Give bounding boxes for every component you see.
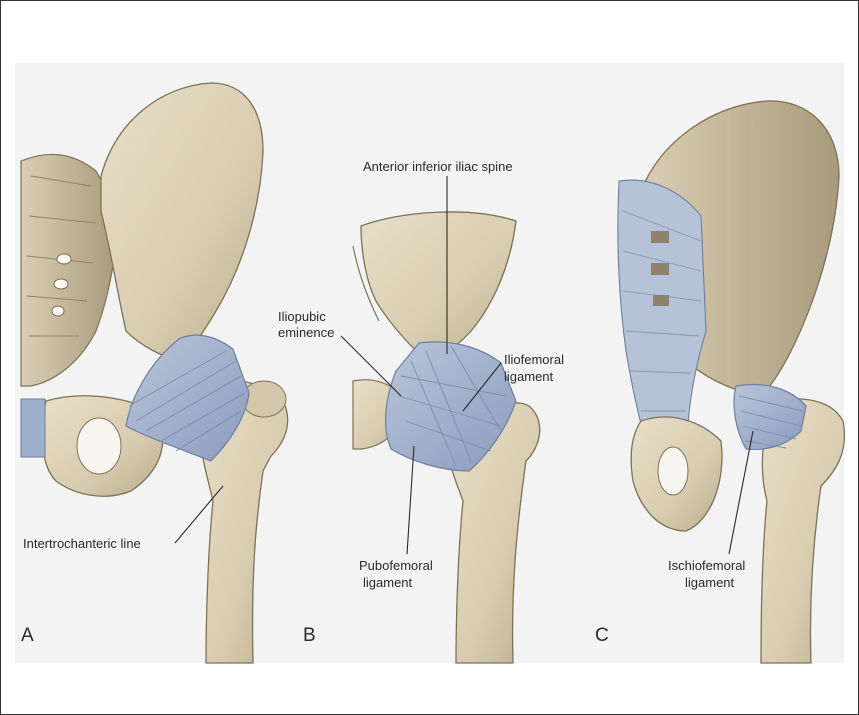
anterior-inferior-iliac-spine-label: Anterior inferior iliac spine	[363, 159, 513, 174]
pubofemoral-ligament-label-line1: Pubofemoral	[359, 558, 433, 573]
panel-b-letter: B	[303, 625, 316, 646]
iliofemoral-ligament-label-line1: Iliofemoral	[504, 352, 564, 367]
ischiofemoral-ligament-label-line2: ligament	[685, 575, 735, 590]
iliofemoral-ligament-label-line2: ligament	[504, 369, 554, 384]
iliopubic-eminence-label-line2: eminence	[278, 325, 334, 340]
pubofemoral-ligament-label-line2: ligament	[363, 575, 413, 590]
panel-a-letter: A	[21, 625, 34, 646]
iliopubic-eminence-label-line1: Iliopubic	[278, 309, 326, 324]
panel-c-letter: C	[595, 625, 609, 646]
ischiofemoral-ligament-label-line1: Ischiofemoral	[668, 558, 745, 573]
intertrochanteric-line-label: Intertrochanteric line	[23, 536, 141, 551]
